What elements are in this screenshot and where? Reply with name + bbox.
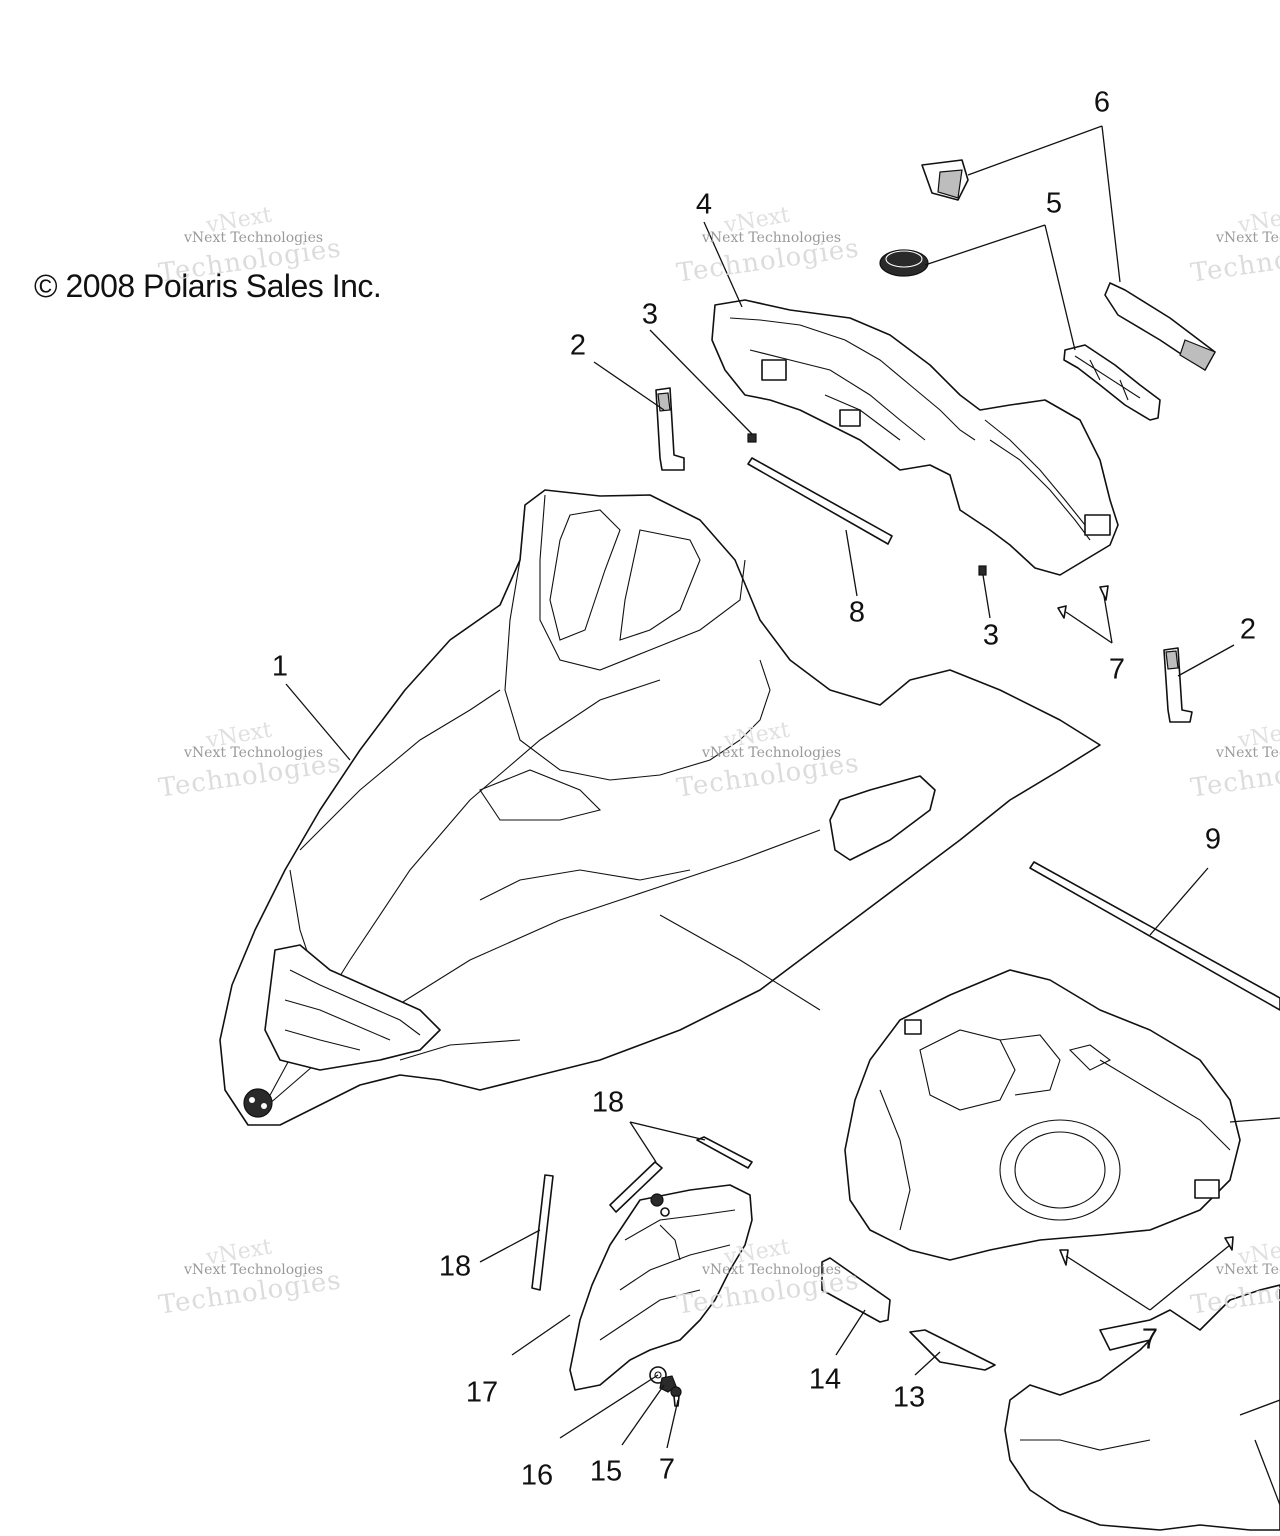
part-14-decal — [821, 1257, 891, 1323]
part-17-side-panel — [569, 1184, 753, 1391]
callout-2-left: 2 — [569, 329, 587, 362]
callout-1: 1 — [271, 650, 289, 683]
callout-17: 17 — [465, 1376, 499, 1409]
callout-18-upper: 18 — [591, 1086, 625, 1119]
part-6-cap — [921, 159, 969, 201]
callout-4: 4 — [695, 188, 713, 221]
console-housing — [844, 969, 1241, 1261]
callout-16: 16 — [520, 1459, 554, 1492]
callout-7-lower: 7 — [1141, 1323, 1159, 1356]
part-8-strip — [747, 457, 893, 545]
callout-14: 14 — [808, 1363, 842, 1396]
part-5-knob — [879, 249, 929, 277]
part-18-decal-a — [609, 1161, 663, 1213]
part-5-bracket — [1063, 344, 1161, 421]
callout-8: 8 — [848, 596, 866, 629]
part-6-strip — [1104, 282, 1216, 371]
callout-18-left: 18 — [438, 1250, 472, 1283]
part-7-screw-panel — [670, 1386, 682, 1407]
callout-7-upper: 7 — [1108, 653, 1126, 686]
callout-13: 13 — [892, 1381, 926, 1414]
callout-7-panel: 7 — [658, 1453, 676, 1486]
part-7-screws-upper — [1057, 585, 1109, 619]
part-18-decal-c — [531, 1174, 554, 1291]
part-1-hood — [219, 489, 1101, 1126]
callout-9: 9 — [1204, 823, 1222, 856]
callout-3-lower: 3 — [982, 619, 1000, 652]
callout-2-right: 2 — [1239, 613, 1257, 646]
part-9-rod — [1029, 861, 1280, 1011]
copyright-notice: © 2008 Polaris Sales Inc. — [34, 268, 382, 304]
part-3-fastener-upper — [747, 433, 757, 443]
callout-15: 15 — [589, 1455, 623, 1488]
lower-panel — [1004, 1284, 1280, 1531]
callout-6: 6 — [1093, 86, 1111, 119]
part-18-decal-b — [696, 1136, 753, 1169]
part-13-decal — [909, 1329, 996, 1371]
callout-3-upper: 3 — [641, 298, 659, 331]
part-4-dash-panel — [711, 299, 1119, 576]
part-2-clip-left — [655, 387, 685, 471]
part-15-nut-upper — [650, 1193, 670, 1217]
part-3-fastener-lower — [978, 565, 987, 576]
part-7-screws-lower — [1059, 1236, 1234, 1266]
callout-5: 5 — [1045, 187, 1063, 220]
part-2-clip-right — [1163, 647, 1193, 723]
leader-lines — [285, 125, 1280, 1506]
